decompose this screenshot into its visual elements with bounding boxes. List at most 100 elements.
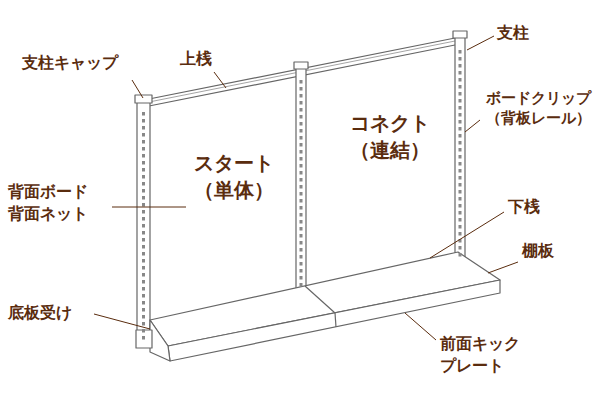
post-hole — [142, 175, 145, 179]
base-side — [150, 320, 170, 361]
post-hole — [300, 283, 303, 287]
post-hole — [142, 154, 145, 158]
post-hole — [142, 336, 145, 340]
post — [137, 99, 150, 345]
post-hole — [142, 189, 145, 193]
post-hole — [142, 301, 145, 305]
post-hole — [142, 217, 145, 221]
post-hole — [142, 315, 145, 319]
post-hole — [300, 164, 303, 168]
callout-label: ボードクリップ （背板レール） — [480, 88, 596, 129]
callout-label: 前面キック プレート — [440, 333, 552, 376]
post-hole — [459, 99, 462, 103]
post-hole — [300, 178, 303, 182]
post-hole — [459, 141, 462, 145]
post-hole — [300, 101, 303, 105]
post — [455, 35, 465, 257]
post-hole — [300, 80, 303, 84]
post-hole — [142, 245, 145, 249]
post-hole — [142, 294, 145, 298]
post-hole — [300, 143, 303, 147]
post-hole — [459, 113, 462, 117]
post-hole — [459, 246, 462, 250]
post-hole — [300, 248, 303, 252]
post-hole — [459, 57, 462, 61]
post-hole — [142, 329, 145, 333]
post-hole — [459, 218, 462, 222]
panel-label: スタート （単体） — [174, 150, 294, 204]
callout-label: 底板受け — [8, 302, 72, 324]
post-hole — [300, 94, 303, 98]
post-hole — [459, 64, 462, 68]
panel-label: コネクト （連結） — [330, 110, 450, 164]
post-hole — [459, 176, 462, 180]
post-hole — [300, 136, 303, 140]
post-hole — [300, 115, 303, 119]
post-hole — [300, 269, 303, 273]
post-hole — [142, 280, 145, 284]
callout-label: 棚板 — [522, 240, 554, 262]
post-hole — [142, 287, 145, 291]
post-hole — [300, 206, 303, 210]
leader-lines — [94, 36, 518, 340]
callout-label: 上桟 — [180, 48, 212, 70]
post-hole — [300, 227, 303, 231]
post-hole — [300, 108, 303, 112]
callout-label: 下桟 — [508, 196, 540, 218]
post-hole — [142, 168, 145, 172]
post-hole — [300, 87, 303, 91]
post-hole — [300, 220, 303, 224]
post-hole — [459, 85, 462, 89]
post-hole — [459, 225, 462, 229]
post-hole — [459, 127, 462, 131]
post-hole — [300, 234, 303, 238]
post-hole — [142, 126, 145, 130]
post-holes — [142, 50, 462, 340]
post-hole — [142, 112, 145, 116]
callout-label: 支柱 — [497, 22, 529, 44]
post-cap — [453, 31, 467, 38]
post-hole — [142, 203, 145, 207]
post-hole — [142, 224, 145, 228]
post-hole — [459, 183, 462, 187]
post-hole — [142, 133, 145, 137]
post-hole — [142, 161, 145, 165]
post-hole — [142, 147, 145, 151]
post-hole — [300, 262, 303, 266]
post-hole — [459, 211, 462, 215]
post-hole — [459, 106, 462, 110]
post-hole — [300, 241, 303, 245]
post-hole — [300, 157, 303, 161]
post-hole — [300, 213, 303, 217]
callout-label: 支柱キャップ — [22, 52, 118, 74]
post-hole — [300, 255, 303, 259]
callout-label: 背面ボード 背面ネット — [8, 181, 112, 224]
post-hole — [300, 129, 303, 133]
post-cap — [135, 95, 152, 103]
post-hole — [300, 150, 303, 154]
base-support — [136, 330, 152, 348]
post-hole — [459, 50, 462, 54]
post-hole — [459, 162, 462, 166]
post-hole — [459, 253, 462, 257]
post-hole — [300, 171, 303, 175]
post-hole — [459, 197, 462, 201]
post-cap — [294, 62, 308, 69]
post-hole — [142, 322, 145, 326]
post-hole — [459, 204, 462, 208]
post-hole — [459, 155, 462, 159]
post-hole — [142, 196, 145, 200]
post-hole — [300, 122, 303, 126]
post-hole — [142, 238, 145, 242]
post-hole — [142, 259, 145, 263]
post-hole — [142, 140, 145, 144]
post-hole — [300, 185, 303, 189]
post-hole — [142, 119, 145, 123]
post-hole — [300, 192, 303, 196]
post — [296, 66, 306, 290]
post-hole — [459, 169, 462, 173]
post-hole — [459, 71, 462, 75]
post-hole — [459, 232, 462, 236]
post-hole — [142, 266, 145, 270]
